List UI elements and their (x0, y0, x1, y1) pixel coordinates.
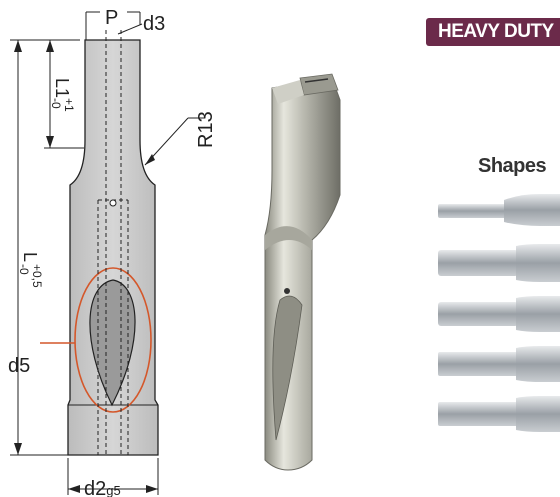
label-L1-plus: +1 (62, 98, 76, 112)
label-d2-main: d2 (84, 478, 106, 497)
label-L: L (20, 252, 40, 262)
label-L-minus: -0 (17, 264, 31, 275)
punch-outline (67, 39, 159, 456)
shapes-heading: Shapes (478, 155, 547, 177)
label-d3: d3 (143, 13, 165, 35)
label-L1-minus: -0 (49, 98, 63, 109)
shape-flat-2 (438, 296, 560, 332)
label-L1: L1 (52, 78, 72, 98)
heavy-duty-badge: HEAVY DUTY (426, 18, 560, 46)
label-L-group: L +0,5 -0 (17, 252, 44, 288)
label-P: P (105, 7, 118, 29)
label-d2: d2g5 (84, 478, 121, 497)
label-d2-tolerance: g5 (106, 483, 120, 497)
punch-photo (264, 73, 341, 471)
shapes-list (438, 194, 560, 432)
drop-relief (89, 279, 136, 407)
shape-flat-4 (438, 396, 560, 432)
label-d5: d5 (8, 355, 30, 377)
label-R13: R13 (195, 111, 217, 148)
technical-drawing (10, 11, 205, 495)
shape-round (438, 194, 560, 226)
label-L1-group: L1 +1 -0 (49, 78, 76, 112)
label-L-plus: +0,5 (30, 264, 44, 288)
shape-flat-1 (438, 244, 560, 282)
d5-highlight-ellipse (74, 267, 152, 413)
shape-flat-3 (438, 346, 560, 382)
